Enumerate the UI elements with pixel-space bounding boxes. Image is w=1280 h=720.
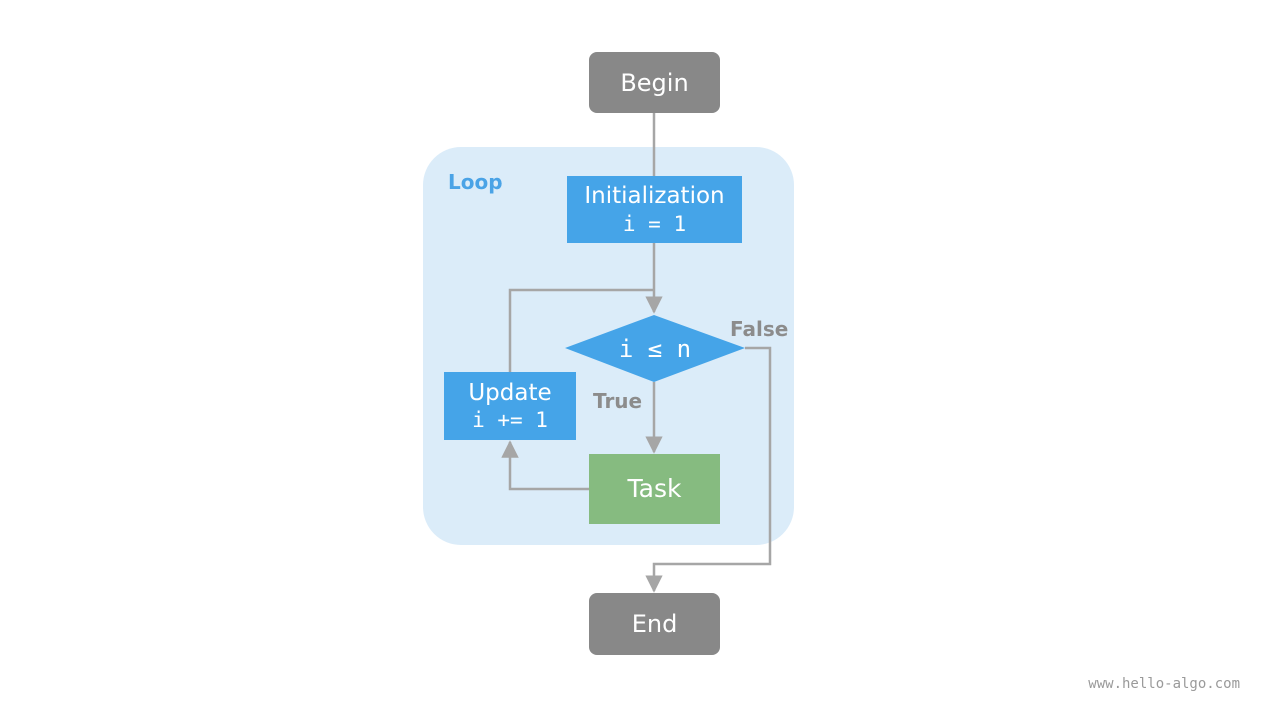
begin-label: Begin xyxy=(620,68,689,97)
end-node: End xyxy=(589,593,720,655)
update-title: Update xyxy=(468,379,552,406)
loop-label: Loop xyxy=(448,170,503,194)
task-node: Task xyxy=(589,454,720,524)
false-edge-label: False xyxy=(730,317,789,341)
end-label: End xyxy=(631,610,678,638)
begin-node: Begin xyxy=(589,52,720,113)
initialization-node: Initialization i = 1 xyxy=(567,176,742,243)
update-node: Update i += 1 xyxy=(444,372,576,440)
watermark-text: www.hello-algo.com xyxy=(1088,676,1240,692)
condition-diamond xyxy=(565,315,745,382)
initialization-title: Initialization xyxy=(584,183,725,209)
update-expression: i += 1 xyxy=(472,408,548,433)
task-label: Task xyxy=(627,474,682,504)
edge-update-to-condition xyxy=(508,288,654,372)
initialization-expression: i = 1 xyxy=(622,211,687,236)
edge-task-to-update xyxy=(501,440,590,491)
true-edge-label: True xyxy=(593,389,643,413)
edge-condition-to-end xyxy=(645,346,772,593)
condition-label: i ≤ n xyxy=(618,335,692,363)
